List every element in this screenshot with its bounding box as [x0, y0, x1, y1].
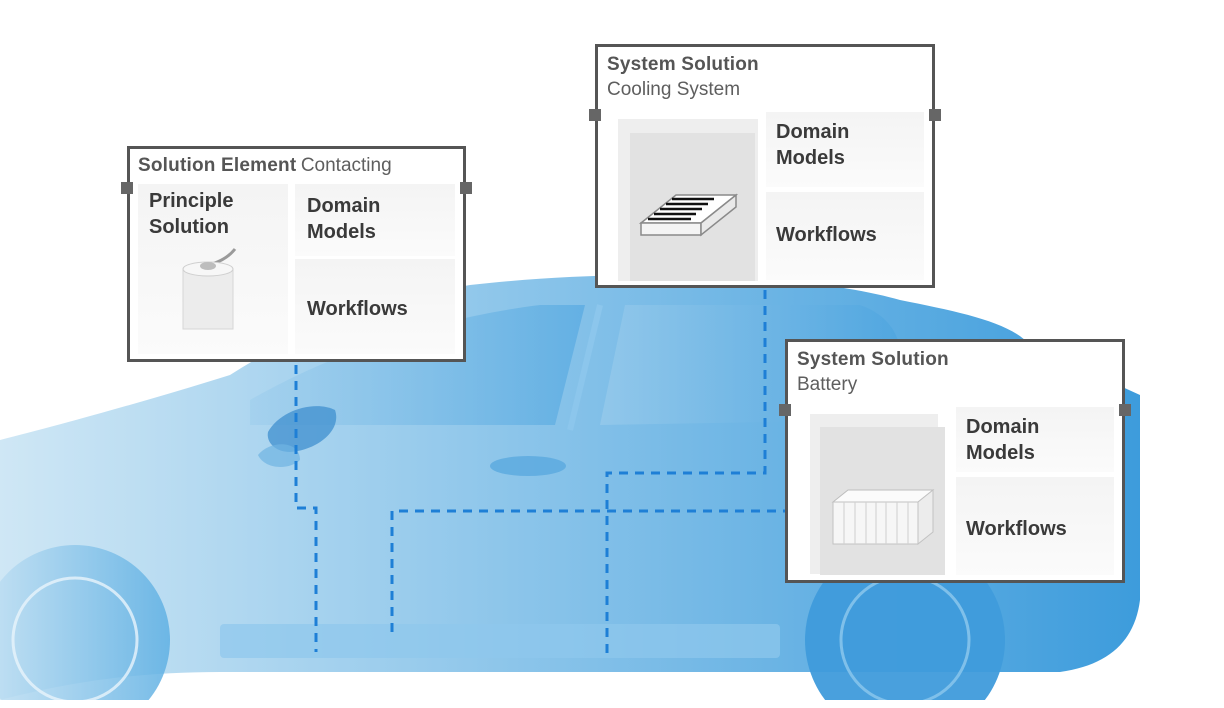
workflow-panel [766, 192, 924, 280]
subtitle: Cooling System [607, 79, 741, 100]
connector-contacting [294, 365, 318, 652]
cooling-plate-icon [638, 193, 739, 237]
handle-left[interactable] [121, 182, 133, 194]
cooling-system-box[interactable]: System Solution Cooling System Domain Mo… [589, 44, 941, 288]
workflow-panel [956, 477, 1114, 575]
handle-right[interactable] [929, 109, 941, 121]
box-title: System Solution Battery [797, 349, 949, 396]
title: System Solution [797, 349, 949, 370]
domain-panel [956, 407, 1114, 472]
domain-models-label: Domain Models [307, 195, 381, 243]
title: System Solution [607, 54, 759, 75]
domain-panel [295, 184, 455, 256]
domain-models-label: Domain Models [966, 416, 1040, 464]
handle-right[interactable] [460, 182, 472, 194]
handle-left[interactable] [589, 109, 601, 121]
workflows-label: Workflows [307, 298, 408, 320]
car-window-front [250, 305, 585, 425]
connector-cooling [605, 290, 767, 660]
subtitle: Battery [797, 374, 858, 395]
workflows-label: Workflows [776, 224, 877, 246]
cylinder-contact-icon [182, 248, 237, 330]
workflows-label: Workflows [966, 518, 1067, 540]
connector-lines [294, 290, 787, 660]
handle-left[interactable] [779, 404, 791, 416]
title-rest: Contacting [300, 155, 392, 176]
principle-label: Principle Solution [149, 190, 234, 238]
battery-module-icon [831, 488, 935, 546]
solution-element-box[interactable]: Solution Element Contacting Principle So… [121, 146, 472, 362]
box-title: Solution Element Contacting [138, 155, 392, 177]
car-door-handle [490, 456, 566, 476]
domain-panel [766, 112, 924, 187]
box-title: System Solution Cooling System [607, 54, 759, 101]
handle-right[interactable] [1119, 404, 1131, 416]
domain-models-label: Domain Models [776, 121, 850, 169]
connector-battery [390, 509, 787, 632]
workflow-panel [295, 259, 455, 354]
title-bold: Solution Element [138, 155, 297, 176]
car-rocker [220, 624, 780, 658]
battery-box[interactable]: System Solution Battery Domain Models Wo… [779, 339, 1131, 583]
car-mirror [267, 406, 337, 452]
